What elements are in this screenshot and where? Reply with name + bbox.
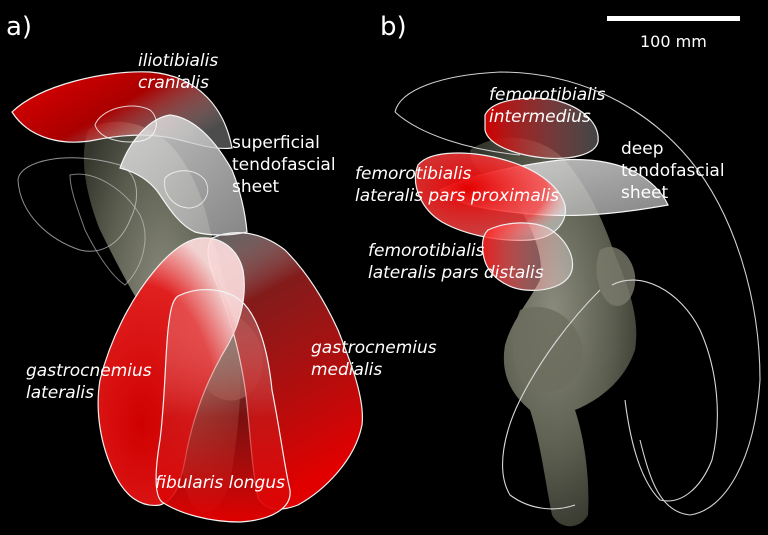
deep-outline-a2 bbox=[69, 173, 146, 286]
panel-a-figure bbox=[11, 71, 364, 523]
femorotibialis-lateralis-pars-distalis-muscle bbox=[481, 222, 574, 291]
label-femorotibialis-lateralis-pars-proximalis: femorotibialis lateralis pars proximalis bbox=[355, 164, 560, 206]
panel-label-b: b) bbox=[380, 12, 407, 42]
label-iliotibialis-cranialis: iliotibialis cranialis bbox=[138, 51, 219, 93]
label-fibularis-longus: fibularis longus bbox=[155, 473, 285, 493]
lower-outline-b2 bbox=[502, 289, 601, 510]
outer-outline-b2 bbox=[394, 111, 521, 156]
label-femorotibialis-intermedius: femorotibialis intermedius bbox=[489, 85, 606, 127]
scale-bar-label: 100 mm bbox=[640, 32, 707, 51]
femorotibialis-lateralis-pars-proximalis-muscle bbox=[414, 152, 566, 241]
panel-label-a: a) bbox=[6, 12, 33, 42]
outer-outline-b bbox=[394, 71, 761, 516]
label-superficial-tendofascial-sheet: superficial tendofascial sheet bbox=[232, 133, 336, 197]
panel-b-figure bbox=[394, 71, 761, 527]
superficial-tendofascial-sheet bbox=[119, 114, 248, 236]
label-gastrocnemius-medialis: gastrocnemius medialis bbox=[311, 338, 437, 380]
label-gastrocnemius-lateralis: gastrocnemius lateralis bbox=[26, 361, 152, 403]
patella-bone-b bbox=[596, 246, 636, 306]
lower-outline-b bbox=[611, 279, 718, 502]
scale-bar bbox=[607, 16, 740, 21]
femorotibialis-intermedius-muscle bbox=[484, 97, 599, 160]
label-deep-tendofascial-sheet: deep tendofascial sheet bbox=[621, 139, 725, 203]
fibularis-longus-muscle bbox=[155, 289, 291, 523]
sheet-inner-outline-a bbox=[94, 105, 157, 143]
label-femorotibialis-lateralis-pars-distalis: femorotibialis lateralis pars distalis bbox=[368, 241, 544, 283]
deep-outline-a bbox=[17, 157, 138, 252]
sheet-inner-outline-a2 bbox=[164, 170, 209, 209]
